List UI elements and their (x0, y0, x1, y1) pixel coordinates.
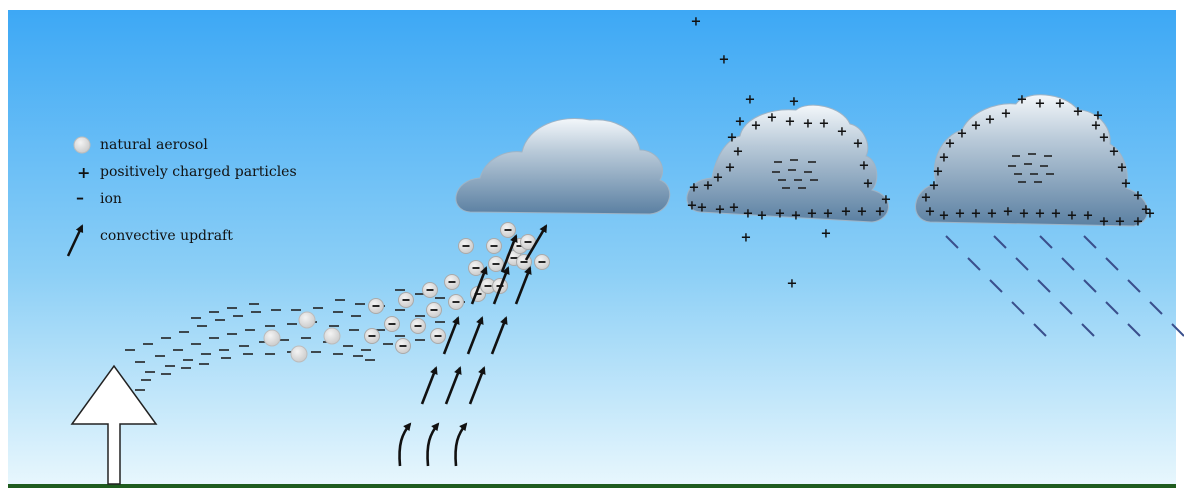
positive-charge: + (853, 137, 864, 152)
legend-updraft-label: convective updraft (100, 228, 233, 244)
positive-charge: + (743, 207, 754, 222)
positive-charge: + (957, 127, 968, 142)
positive-charge: + (1145, 207, 1156, 222)
positive-charge: + (1109, 145, 1120, 160)
positive-charge: + (985, 113, 996, 128)
positive-charge: + (689, 181, 700, 196)
positive-charge: + (1055, 97, 1066, 112)
legend-aerosol-label: natural aerosol (100, 137, 208, 153)
legend-aerosol-symbol (74, 137, 90, 153)
positive-charge: + (987, 207, 998, 222)
legend-positive-label: positively charged particles (100, 164, 297, 180)
positive-charge: + (859, 159, 870, 174)
positive-charge: + (921, 191, 932, 206)
positive-charge: + (925, 205, 936, 220)
positive-charge: + (719, 53, 730, 68)
legend-positive-symbol: + (77, 163, 90, 182)
positive-charge: + (945, 137, 956, 152)
positive-charge: + (697, 201, 708, 216)
positive-charge: + (971, 119, 982, 134)
ground-line (8, 484, 1176, 488)
positive-charge: + (1019, 207, 1030, 222)
positive-charge: + (1003, 205, 1014, 220)
positive-charge: + (757, 209, 768, 224)
positive-charge: + (1001, 107, 1012, 122)
positive-charge: + (735, 115, 746, 130)
legend-ion-label: ion (100, 191, 122, 207)
positive-charge: + (733, 145, 744, 160)
positive-charge: + (713, 171, 724, 186)
aerosol-particle (291, 346, 307, 362)
positive-charge: + (1115, 215, 1126, 230)
positive-charge: + (971, 207, 982, 222)
positive-charge: + (715, 203, 726, 218)
positive-charge: + (1121, 177, 1132, 192)
positive-charge: + (745, 93, 756, 108)
aerosol-particle (324, 328, 340, 344)
aerosol-particle (264, 330, 280, 346)
positive-charge: + (785, 115, 796, 130)
positive-charge: + (727, 131, 738, 146)
positive-charge: + (933, 165, 944, 180)
positive-charge: + (837, 125, 848, 140)
positive-charge: + (955, 207, 966, 222)
positive-charge: + (819, 117, 830, 132)
positive-charge: + (741, 231, 752, 246)
positive-charge: + (767, 111, 778, 126)
positive-charge: + (1073, 105, 1084, 120)
positive-charge: + (1017, 93, 1028, 108)
positive-charge: + (939, 209, 950, 224)
positive-charge: + (807, 207, 818, 222)
positive-charge: + (1083, 209, 1094, 224)
positive-charge: + (841, 205, 852, 220)
positive-charge: + (703, 179, 714, 194)
positive-charge: + (1133, 189, 1144, 204)
positive-charge: + (1091, 119, 1102, 134)
positive-charge: + (729, 201, 740, 216)
positive-charge: + (875, 205, 886, 220)
positive-charge: + (939, 151, 950, 166)
positive-charge: + (691, 15, 702, 30)
positive-charge: + (725, 161, 736, 176)
positive-charge: + (1035, 207, 1046, 222)
positive-charge: + (1067, 209, 1078, 224)
positive-charge: + (803, 117, 814, 132)
sky-background (8, 10, 1176, 486)
positive-charge: + (791, 209, 802, 224)
positive-charge: + (823, 207, 834, 222)
positive-charge: + (1099, 215, 1110, 230)
positive-charge: + (857, 205, 868, 220)
positive-charge: + (1051, 207, 1062, 222)
positive-charge: + (821, 227, 832, 242)
positive-charge: + (789, 95, 800, 110)
legend-ion-symbol: – (76, 188, 84, 207)
positive-charge: + (775, 207, 786, 222)
positive-charge: + (1035, 97, 1046, 112)
positive-charge: + (1117, 161, 1128, 176)
aerosol-particle (299, 312, 315, 328)
positive-charge: + (787, 277, 798, 292)
positive-charge: + (863, 177, 874, 192)
positive-charge: + (751, 119, 762, 134)
